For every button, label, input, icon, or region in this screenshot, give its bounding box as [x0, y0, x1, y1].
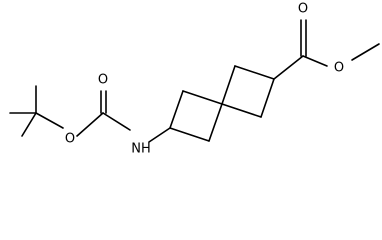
bond-right-ring-3 — [260, 78, 275, 118]
bond-tbu-methyl-bottom — [21, 112, 37, 137]
bond-lines — [9, 19, 380, 143]
bond-right-ring-2 — [234, 65, 275, 80]
bond-left-ring-4 — [169, 127, 210, 142]
bond-nh-to-ring — [148, 127, 171, 143]
bond-right-ring-4 — [221, 103, 262, 118]
ester-oxygen-label: O — [334, 61, 344, 76]
bond-left-ring-2 — [182, 90, 223, 105]
amine-nh-label: NH — [131, 142, 151, 157]
carbamate-oxygen-label: O — [65, 132, 75, 147]
bond-carbamate-carbon-to-nh — [102, 112, 131, 131]
chemical-structure: O O O O NH — [9, 2, 380, 157]
carbamate-carbonyl-oxygen-label: O — [98, 73, 108, 88]
bond-left-ring-3 — [208, 103, 223, 142]
bond-right-ring-1 — [221, 65, 236, 105]
atom-labels: O O O O NH — [65, 2, 344, 157]
bond-ester-oxygen-to-methyl — [351, 43, 380, 61]
bond-ester-carbon-to-oxygen — [302, 55, 328, 67]
ester-carbonyl-oxygen-label: O — [298, 2, 308, 17]
bond-tbu-to-oxygen — [35, 112, 64, 129]
bond-ring-to-ester-carbon — [273, 55, 304, 80]
bond-oxygen-to-carbamate-carbon — [76, 112, 104, 137]
bond-left-ring-1 — [169, 90, 184, 129]
